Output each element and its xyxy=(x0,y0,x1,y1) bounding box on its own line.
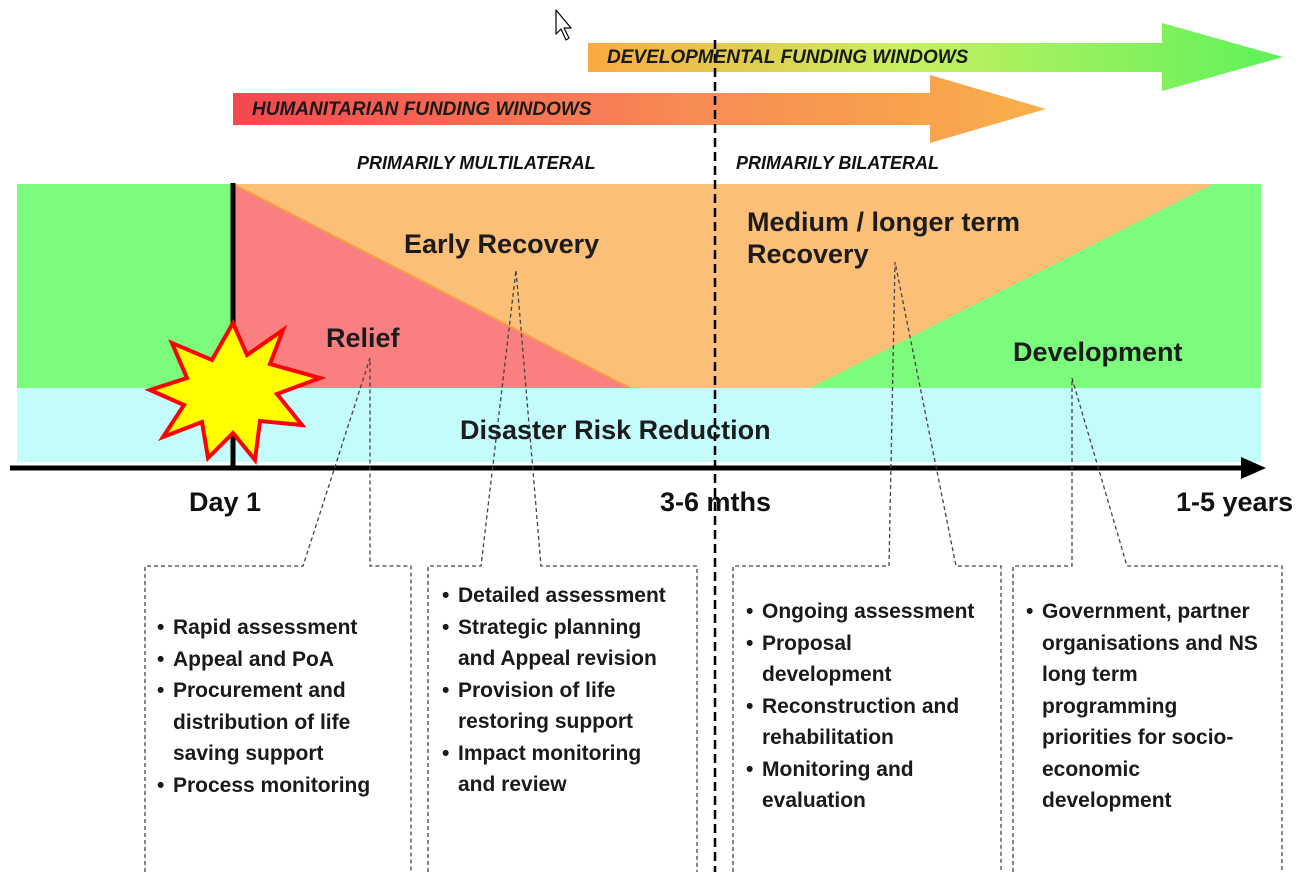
disaster-burst-icon xyxy=(144,318,327,465)
months-label: 3-6 mths xyxy=(660,487,772,517)
bilateral-label: PRIMARILY BILATERAL xyxy=(736,153,939,173)
list-item: Rapid assessment xyxy=(157,612,397,644)
list-item: Appeal and PoA xyxy=(157,644,397,676)
list-item: Impact monitoring and review xyxy=(442,738,682,801)
developmental-funding-arrow xyxy=(588,23,1283,91)
development-callout-line xyxy=(1012,377,1283,872)
list-item: Monitoring and evaluation xyxy=(746,754,986,817)
list-item: Strategic planning and Appeal revision xyxy=(442,612,682,675)
humanitarian-funding-label: HUMANITARIAN FUNDING WINDOWS xyxy=(252,99,592,120)
developmental-funding-label: DEVELOPMENTAL FUNDING WINDOWS xyxy=(607,47,969,68)
list-item: Government, partner organisations and NS… xyxy=(1026,596,1266,817)
humanitarian-funding-arrow xyxy=(233,75,1046,143)
early-recovery-area xyxy=(233,184,1213,388)
list-item: Process monitoring xyxy=(157,770,397,802)
list-item: Proposal development xyxy=(746,628,986,691)
medium-recovery-activities-box: Ongoing assessment Proposal development … xyxy=(746,596,986,817)
early-recovery-activities-box: Detailed assessment Strategic planning a… xyxy=(442,580,682,801)
development-activities-box: Government, partner organisations and NS… xyxy=(1026,596,1266,817)
years-label: 1-5 years xyxy=(1176,487,1294,517)
development-title: Development xyxy=(1013,337,1183,367)
relief-title: Relief xyxy=(326,323,400,353)
list-item: Provision of life restoring support xyxy=(442,675,682,738)
relief-activities-box: Rapid assessment Appeal and PoA Procurem… xyxy=(157,612,397,801)
mouse-cursor-icon xyxy=(555,9,572,41)
medium-recovery-callout-line xyxy=(732,261,1002,872)
timeline-arrowhead xyxy=(1241,457,1266,479)
multilateral-label: PRIMARILY MULTILATERAL xyxy=(357,153,596,173)
early-recovery-title: Early Recovery xyxy=(404,229,600,259)
medium-recovery-title: Medium / longer term Recovery xyxy=(747,207,1021,270)
relief-edge xyxy=(232,183,631,389)
list-item: Procurement and distribution of life sav… xyxy=(157,675,397,770)
relief-callout-line xyxy=(144,357,412,872)
drr-title: Disaster Risk Reduction xyxy=(460,415,771,445)
list-item: Reconstruction and rehabilitation xyxy=(746,691,986,754)
list-item: Detailed assessment xyxy=(442,580,682,612)
list-item: Ongoing assessment xyxy=(746,596,986,628)
day1-label: Day 1 xyxy=(189,487,262,517)
